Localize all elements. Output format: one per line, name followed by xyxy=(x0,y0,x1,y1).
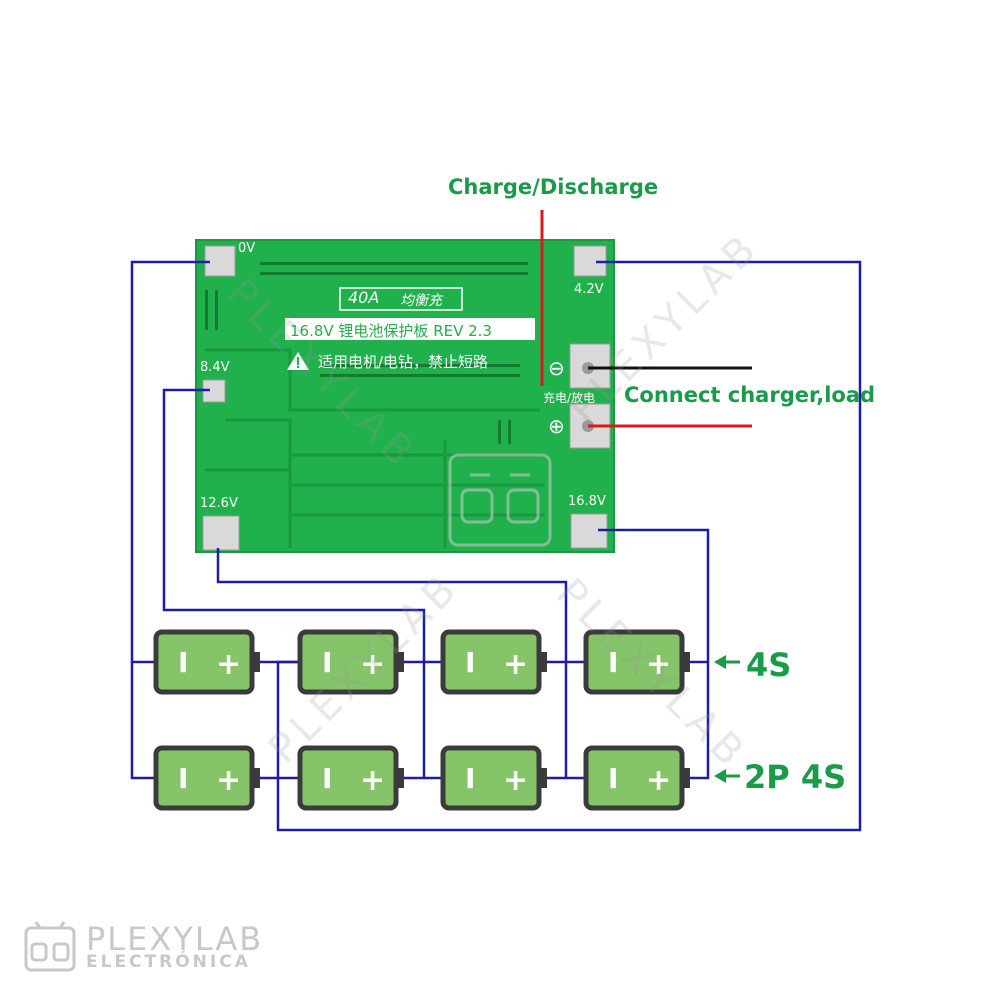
battery-cell: I+ xyxy=(440,745,547,811)
plus-symbol: ⊕ xyxy=(548,414,565,438)
brand-logo: PLEXYLAB ELECTRÓNICA xyxy=(22,918,262,978)
battery-cell: I+ xyxy=(153,745,260,811)
battery-cell: I+ xyxy=(297,629,404,695)
charge-discharge-label: Charge/Discharge xyxy=(448,175,659,199)
battery-cell: I+ xyxy=(583,745,690,811)
balance-label: 均衡充 xyxy=(400,293,442,309)
cell-negative-mark: I xyxy=(322,762,332,795)
minus-symbol: ⊖ xyxy=(548,356,565,380)
cell-negative-mark: I xyxy=(608,762,618,795)
brand-name: PLEXYLAB xyxy=(86,920,264,958)
connect-charger-label: Connect charger,load xyxy=(624,383,876,407)
battery-cell: I+ xyxy=(583,629,690,695)
label-8v4: 8.4V xyxy=(200,360,230,375)
battery-cell: I+ xyxy=(297,745,404,811)
cell-negative-mark: I xyxy=(465,646,475,679)
current-label-box xyxy=(339,287,463,311)
cell-positive-mark: + xyxy=(216,763,241,798)
cell-positive-mark: + xyxy=(216,647,241,682)
battery-cell: I+ xyxy=(440,629,547,695)
brand-subtitle: ELECTRÓNICA xyxy=(86,952,251,972)
bms-board xyxy=(195,239,615,553)
label-0v: 0V xyxy=(238,241,256,256)
robot-logo-icon xyxy=(448,453,552,547)
cell-negative-mark: I xyxy=(608,646,618,679)
cell-negative-mark: I xyxy=(178,762,188,795)
board-warning: 适用电机/电钻，禁止短路 xyxy=(318,353,489,371)
cell-negative-mark: I xyxy=(178,646,188,679)
board-title: 16.8V 锂电池保护板 REV 2.3 xyxy=(290,322,492,340)
port-label: 充电/放电 xyxy=(543,391,596,405)
cell-positive-mark: + xyxy=(646,763,671,798)
cell-negative-mark: I xyxy=(322,646,332,679)
label-12v6: 12.6V xyxy=(200,496,238,511)
pad-12v6 xyxy=(202,515,240,551)
cell-positive-mark: + xyxy=(503,763,528,798)
cell-positive-mark: + xyxy=(360,647,385,682)
current-rating: 40A xyxy=(348,288,380,307)
cell-positive-mark: + xyxy=(646,647,671,682)
label-2p4s: 2P 4S xyxy=(744,758,847,796)
label-4s: 4S xyxy=(746,646,792,684)
label-16v8: 16.8V xyxy=(568,494,606,509)
cell-positive-mark: + xyxy=(360,763,385,798)
label-4v2: 4.2V xyxy=(574,282,604,297)
title-label-box xyxy=(285,318,535,340)
row-arrows xyxy=(714,655,740,783)
cell-negative-mark: I xyxy=(465,762,475,795)
cell-positive-mark: + xyxy=(503,647,528,682)
battery-cell: I+ xyxy=(153,629,260,695)
brand-robot-icon xyxy=(24,921,76,972)
battery-cells: I+I+I+I+I+I+I+I+ xyxy=(153,629,690,811)
